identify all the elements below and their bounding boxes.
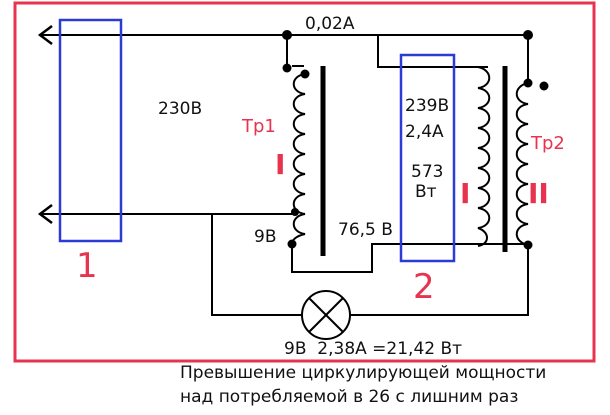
label-current-top: 0,02А <box>305 14 355 34</box>
label-voltage-76: 76,5 В <box>338 220 393 240</box>
label-tr2-winding-primary: I <box>460 177 470 210</box>
measurement-box-2 <box>399 53 456 263</box>
label-meas-current: 2,4А <box>405 122 444 142</box>
label-meas-power-unit: Вт <box>415 182 437 202</box>
outer-frame <box>13 1 596 363</box>
tr2-primary-coil <box>477 66 491 247</box>
label-voltage-input: 230В <box>158 99 202 119</box>
input-arrows <box>37 25 53 224</box>
caption-line-1: Превышение циркулирующей мощности <box>180 363 547 383</box>
tr2-secondary-coil <box>515 82 529 246</box>
tr2-right-bottom-lead <box>350 245 529 316</box>
caption-line-2: над потребляемой в 26 с лишним раз <box>180 387 519 407</box>
label-meas-voltage: 239В <box>405 96 449 116</box>
tr1-coil <box>291 73 306 245</box>
label-tr1-winding: I <box>275 148 285 181</box>
label-tr2-winding-secondary: II <box>528 177 549 210</box>
label-tr1-name: Тр1 <box>241 116 276 137</box>
label-tr2-name: Тр2 <box>530 133 565 154</box>
label-box2-number: 2 <box>413 267 435 307</box>
center-tap-wire <box>377 35 488 68</box>
arrow-top-icon <box>37 25 53 45</box>
label-lamp-reading: 9В 2,38А =21,42 Вт <box>284 339 462 359</box>
lamp-left-wire <box>211 214 302 316</box>
label-meas-power-value: 573 <box>411 162 443 182</box>
lamp-icon <box>301 290 351 340</box>
tr1-left-bottom-lead <box>291 243 528 273</box>
label-voltage-9v-left: 9В <box>254 227 276 247</box>
arrow-bottom-icon <box>37 204 53 224</box>
caption: Превышение циркулирующей мощности над по… <box>180 361 610 409</box>
label-box1-number: 1 <box>76 246 98 286</box>
measurement-box-1 <box>58 18 123 243</box>
